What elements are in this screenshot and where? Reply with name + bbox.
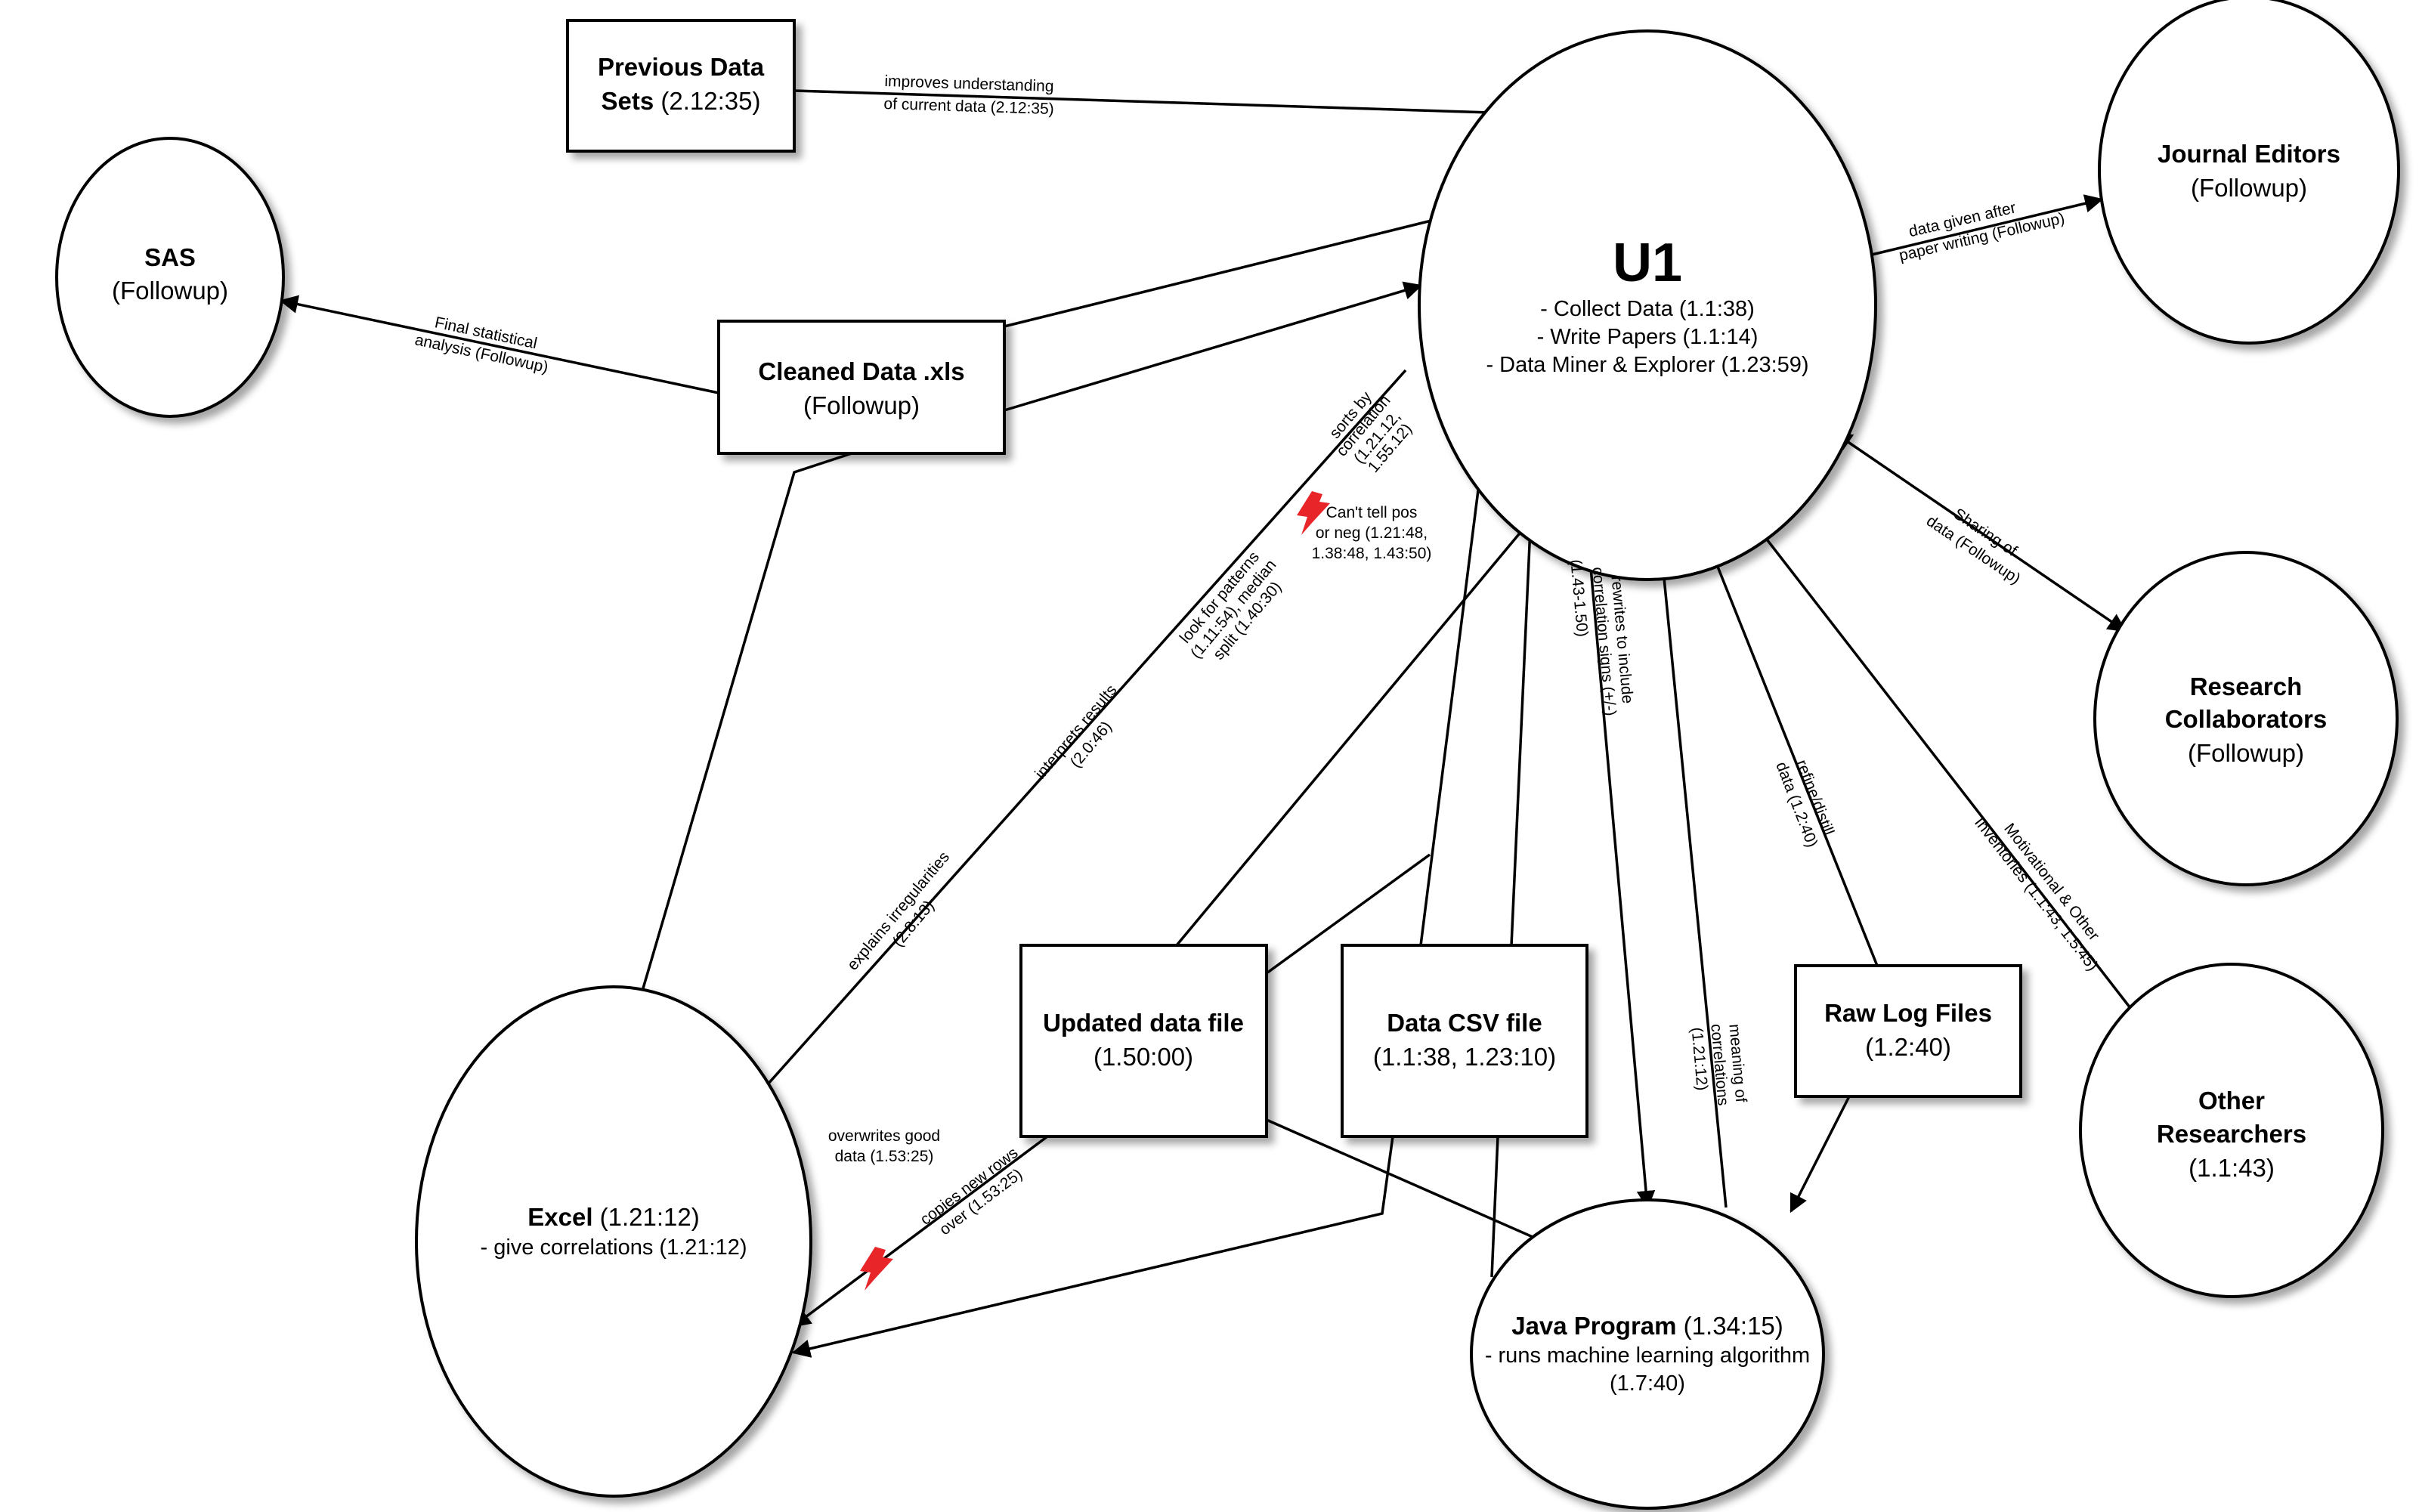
other-researchers-title-2: Researchers <box>2157 1120 2306 1148</box>
edge-cleaned-excel <box>642 452 852 989</box>
data-csv-file-title: Data CSV file <box>1387 1009 1542 1037</box>
u1-line-2: - Write Papers (1.1:14) <box>1537 325 1759 349</box>
svg-text:explains irregularities: explains irregularities <box>844 849 953 974</box>
label-sorts: sorts by correlation (1.21.12, 1.55.12) <box>1326 388 1415 476</box>
edge-u1-to-journal <box>1871 194 2104 256</box>
journal-editors-title: Journal Editors <box>2158 140 2340 168</box>
node-raw-log-files[interactable]: Raw Log Files (1.2:40) <box>1794 964 2022 1098</box>
edge-other-to-u1 <box>1740 505 2137 1016</box>
sas-title: SAS <box>144 243 196 271</box>
excel-sub: - give correlations (1.21:12) <box>481 1235 747 1260</box>
edge-csv-u1-a <box>1419 465 1483 946</box>
data-csv-file-sub: (1.1:38, 1.23:10) <box>1373 1043 1556 1071</box>
edge-rawlog-to-java <box>1790 1096 1851 1214</box>
research-collaborators-title-1: Research <box>2190 673 2303 700</box>
node-data-csv-file[interactable]: Data CSV file (1.1:38, 1.23:10) <box>1341 944 1588 1138</box>
edge-csv-to-u1 <box>1510 509 1540 946</box>
node-other-researchers[interactable]: Other Researchers (1.1:43) <box>2079 963 2384 1298</box>
edge-csv-to-excel <box>791 1136 1394 1358</box>
node-updated-data-file[interactable]: Updated data file (1.50:00) <box>1019 944 1268 1138</box>
svg-text:Can't tell pos: Can't tell pos <box>1326 504 1418 521</box>
svg-text:(1.21:12): (1.21:12) <box>1688 1027 1711 1092</box>
lightning-bolt-icon <box>860 1247 893 1291</box>
edge-csv-java <box>1490 1136 1499 1278</box>
node-u1[interactable]: U1 - Collect Data (1.1:38) - Write Paper… <box>1418 29 1877 581</box>
u1-line-1: - Collect Data (1.1:38) <box>1540 297 1755 321</box>
node-journal-editors[interactable]: Journal Editors (Followup) <box>2098 0 2400 345</box>
node-java-program[interactable]: Java Program (1.34:15) - runs machine le… <box>1470 1198 1825 1510</box>
node-previous-data-sets[interactable]: Previous Data Sets (2.12:35) <box>566 19 796 153</box>
edge-cleaned-to-u1 <box>1004 281 1423 412</box>
label-refine: refine/distill data (1.2:40) <box>1772 757 1837 849</box>
edge-u1-collaborators <box>1833 431 2127 632</box>
u1-title: U1 <box>1613 233 1682 293</box>
cleaned-data-sub: (Followup) <box>803 391 920 419</box>
edges <box>279 89 2137 1358</box>
previous-data-sets-title-2: Sets (2.12:35) <box>602 87 761 115</box>
research-collaborators-sub: (Followup) <box>2188 739 2304 767</box>
note-cant-tell: Can't tell pos or neg (1.21:48, 1.38:48,… <box>1312 504 1432 562</box>
label-interprets: interprets results (2.0:46) <box>1032 682 1120 783</box>
label-motivational: Motivational & Other Inventories (1.1:43… <box>1971 814 2102 974</box>
journal-editors-sub: (Followup) <box>2191 174 2307 202</box>
edge-rawlog-u1 <box>1698 521 1879 966</box>
edge-updated-to-excel <box>792 1135 1049 1328</box>
cleaned-data-title: Cleaned Data .xls <box>758 357 964 385</box>
research-collaborators-title-2: Collaborators <box>2165 705 2328 733</box>
node-cleaned-data[interactable]: Cleaned Data .xls (Followup) <box>717 320 1006 455</box>
lightning-bolt-icon <box>1297 491 1330 535</box>
svg-text:data (1.53:25): data (1.53:25) <box>835 1148 934 1165</box>
svg-text:or neg (1.21:48,: or neg (1.21:48, <box>1316 524 1428 542</box>
node-research-collaborators[interactable]: Research Collaborators (Followup) <box>2093 551 2399 886</box>
edge-cleaned-u1-upper <box>1004 218 1438 328</box>
edge-updated-u1-b <box>1265 853 1431 975</box>
sas-sub: (Followup) <box>112 277 228 305</box>
note-overwrites: overwrites good data (1.53:25) <box>828 1127 940 1165</box>
edge-previous-to-u1 <box>793 89 1517 122</box>
excel-title: Excel (1.21:12) <box>527 1203 700 1231</box>
u1-line-3: - Data Miner & Explorer (1.23:59) <box>1486 353 1808 377</box>
nodes: U1 - Collect Data (1.1:38) - Write Paper… <box>55 0 2400 1510</box>
node-excel[interactable]: Excel (1.21:12) - give correlations (1.2… <box>415 985 812 1498</box>
java-program-title: Java Program (1.34:15) <box>1511 1312 1783 1340</box>
edge-java-to-u1 <box>1651 530 1728 1208</box>
updated-data-file-title: Updated data file <box>1043 1009 1244 1037</box>
raw-log-files-sub: (1.2:40) <box>1865 1033 1951 1061</box>
other-researchers-sub: (1.1:43) <box>2189 1154 2275 1182</box>
label-explains: explains irregularities (2.8:13) <box>844 849 953 974</box>
svg-text:1.38:48, 1.43:50): 1.38:48, 1.43:50) <box>1312 545 1432 562</box>
edge-u1-to-java <box>1586 533 1656 1210</box>
label-sharing: Sharing of data (Followup) <box>1923 505 2024 588</box>
edge-u1-to-excel <box>753 369 1407 1101</box>
label-data-given: data given after paper writing (Followup… <box>1898 199 2067 264</box>
edge-updated-java <box>1266 1118 1558 1249</box>
raw-log-files-title: Raw Log Files <box>1824 999 1992 1027</box>
updated-data-file-sub: (1.50:00) <box>1093 1043 1193 1071</box>
java-program-sub-1: - runs machine learning algorithm <box>1485 1343 1810 1368</box>
previous-data-sets-title-1: Previous Data <box>598 53 765 81</box>
java-program-sub-2: (1.7:40) <box>1610 1371 1685 1396</box>
svg-text:Inventories (1.1:43, 1.5:45): Inventories (1.1:43, 1.5:45) <box>1971 814 2102 974</box>
label-copies: copies new rows over (1.53:25) <box>917 1144 1026 1238</box>
label-meaning: meaning of correlations (1.21:12) <box>1688 1023 1750 1106</box>
node-sas[interactable]: SAS (Followup) <box>55 137 285 418</box>
svg-text:overwrites good: overwrites good <box>828 1127 940 1145</box>
edge-updated-to-u1 <box>1175 506 1542 947</box>
svg-text:improves understanding: improves understanding <box>884 73 1054 95</box>
other-researchers-title-1: Other <box>2198 1087 2265 1115</box>
edge-cleaned-to-sas <box>279 295 719 394</box>
